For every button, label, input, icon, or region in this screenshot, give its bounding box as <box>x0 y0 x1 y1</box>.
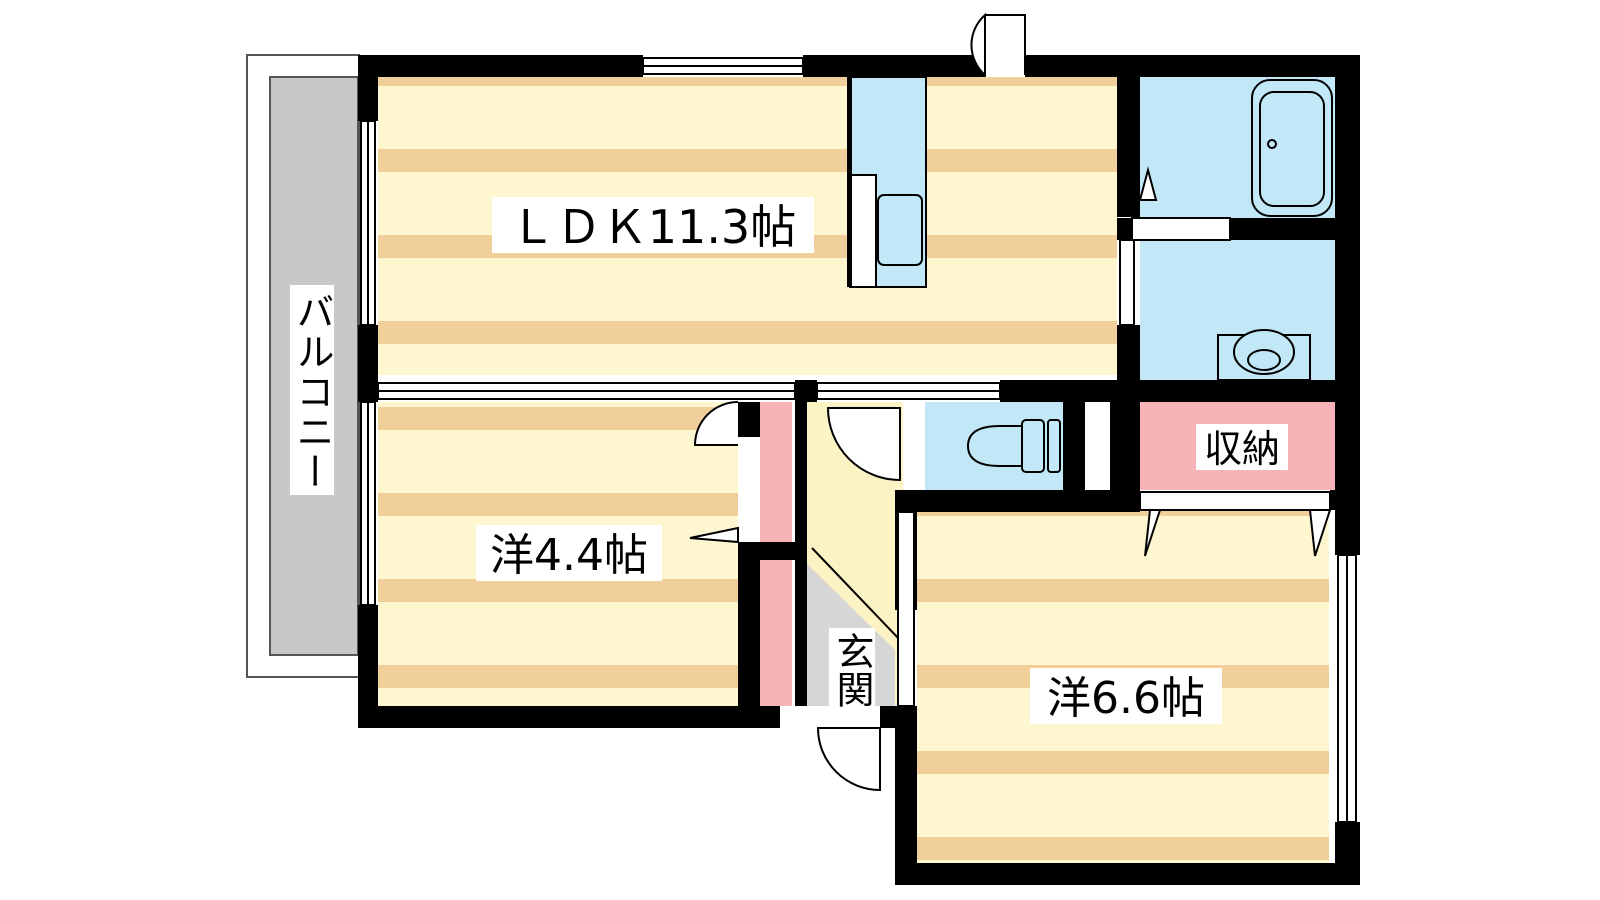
balcony-label: バルコニー <box>290 292 334 492</box>
door-swing-icon <box>689 12 1332 792</box>
ldk-label: ＬＤＫ11.3帖 <box>510 200 796 254</box>
room-labels: ＬＤＫ11.3帖 洋4.4帖 洋6.6帖 収納 玄関 <box>476 197 1288 724</box>
windows <box>360 57 1357 823</box>
kitchen-sink-icon <box>877 194 923 266</box>
balcony: バルコニー <box>246 54 360 678</box>
toilet-icon <box>966 419 1061 473</box>
closet-a-upper <box>760 402 792 542</box>
western-room-b-label: 洋6.6帖 <box>1047 673 1205 724</box>
washbasin-icon <box>1217 329 1311 381</box>
kitchen-counter <box>849 76 927 288</box>
closet-a-lower <box>760 560 792 706</box>
western-room-a-label: 洋4.4帖 <box>490 530 648 581</box>
bathtub-icon <box>1251 79 1333 217</box>
storage-label: 収納 <box>1204 427 1280 471</box>
entrance-label: 玄関 <box>830 632 874 708</box>
